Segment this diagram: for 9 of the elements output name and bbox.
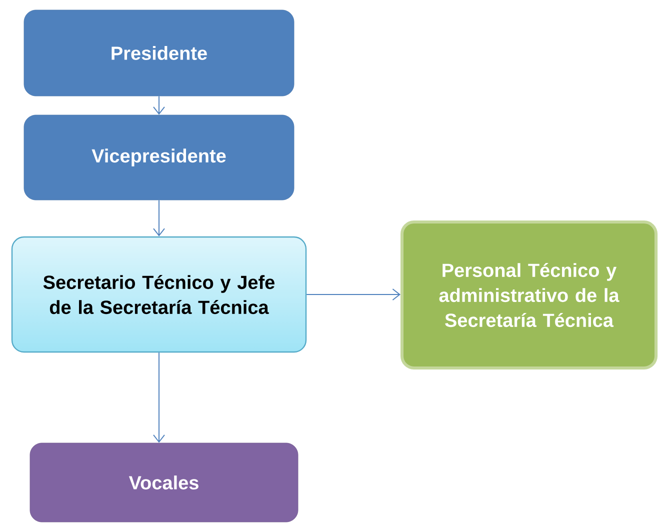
process-box: Presidente	[24, 10, 294, 96]
arrow	[306, 288, 400, 300]
process-box: Vicepresidente	[24, 114, 294, 200]
process-box: Secretario Técnico y Jefe de la Secretaría Técnica	[11, 236, 307, 353]
arrow	[153, 200, 165, 236]
process-box: Personal Técnico y administrativo de la Secretaría Técnica	[400, 220, 658, 370]
process-box: Vocales	[30, 442, 298, 522]
arrow	[153, 96, 165, 115]
arrow	[153, 352, 165, 443]
